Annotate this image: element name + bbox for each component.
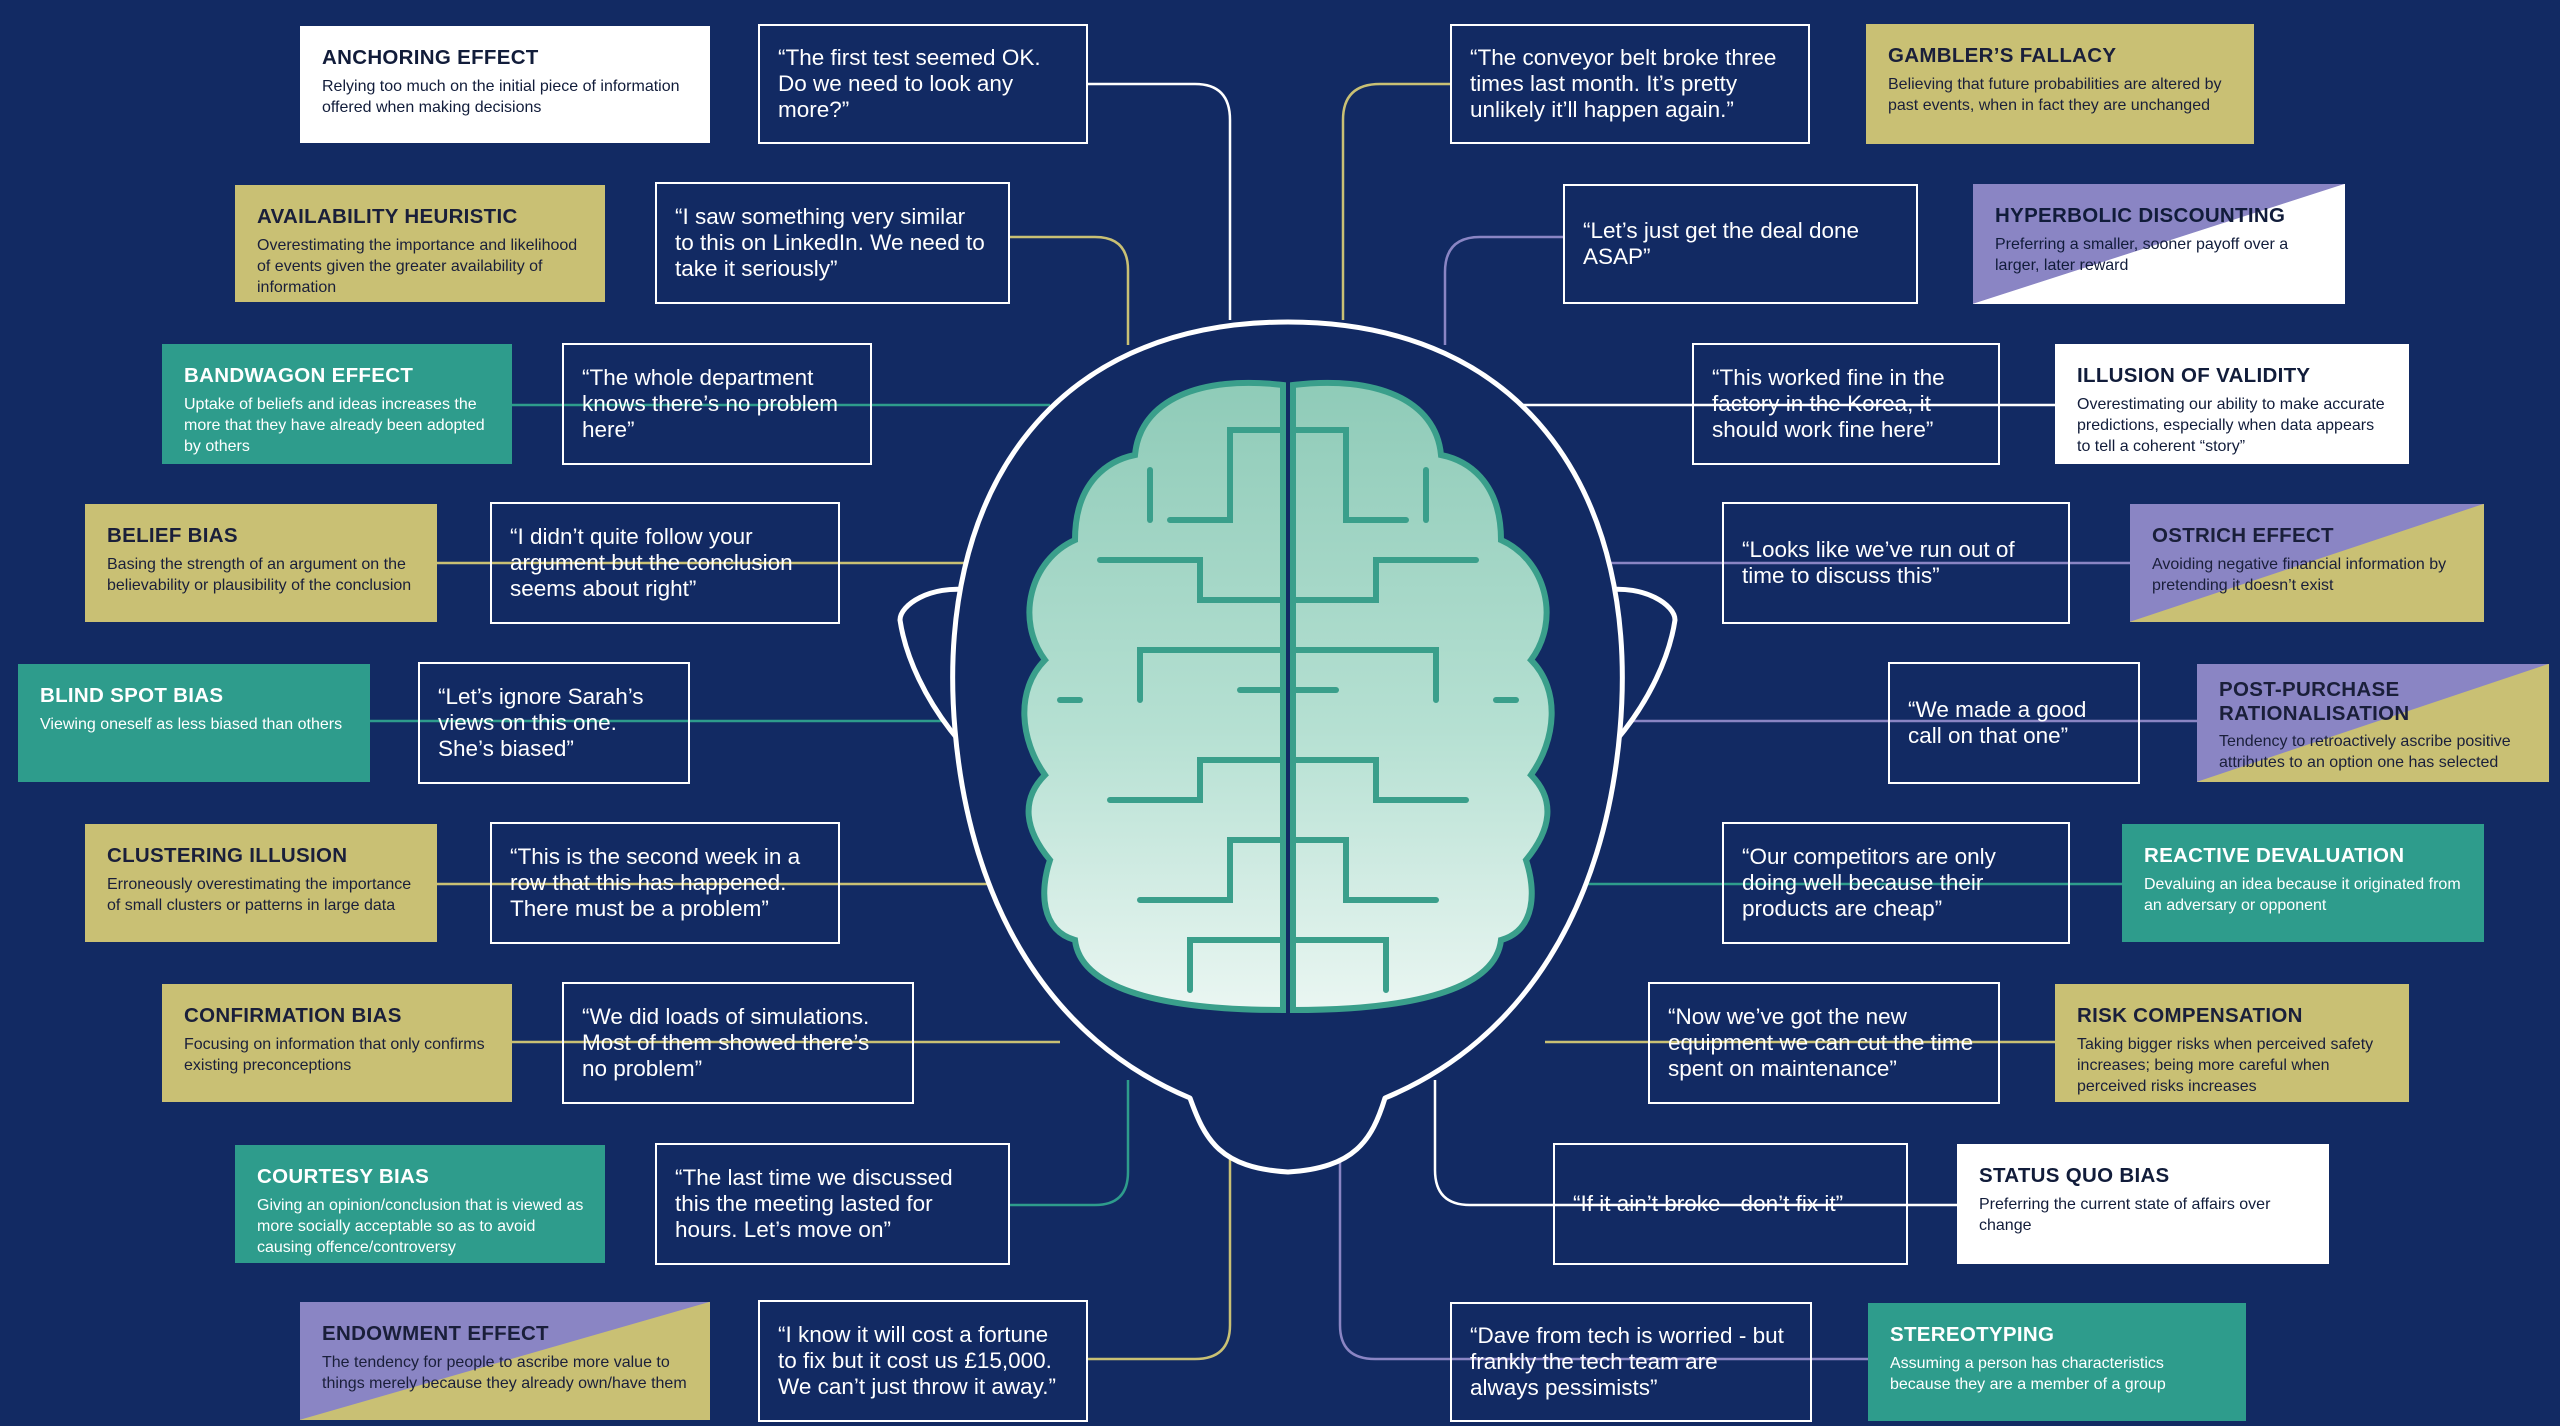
bias-description: Overestimating our ability to make accur… bbox=[2077, 395, 2385, 455]
bias-title: BANDWAGON EFFECT bbox=[184, 364, 414, 387]
brain-icon bbox=[1021, 379, 1555, 1014]
quote-box-endowment-effect: “I know it will cost a fortune to fix bu… bbox=[758, 1300, 1088, 1422]
quote-box-belief-bias: “I didn’t quite follow your argument but… bbox=[490, 502, 840, 624]
quote-text: “Looks like we’ve run out of time to dis… bbox=[1742, 536, 2015, 588]
bias-card-endowment-effect: ENDOWMENT EFFECT The tendency for people… bbox=[300, 1302, 710, 1420]
bias-card-ostrich-effect: OSTRICH EFFECT Avoiding negative financi… bbox=[2130, 504, 2484, 622]
quote-box-gamblers-fallacy: “The conveyor belt broke three times las… bbox=[1450, 24, 1810, 144]
bias-title: GAMBLER’S FALLACY bbox=[1888, 44, 2117, 67]
bias-description: The tendency for people to ascribe more … bbox=[322, 1353, 687, 1392]
quote-box-post-purchase-rationalisation: “We made a good call on that one” bbox=[1888, 662, 2140, 784]
quote-text: “Let’s ignore Sarah’s views on this one.… bbox=[438, 683, 644, 762]
bias-description: Basing the strength of an argument on th… bbox=[107, 555, 412, 594]
quote-box-anchoring-effect: “The first test seemed OK. Do we need to… bbox=[758, 24, 1088, 144]
quote-box-clustering-illusion: “This is the second week in a row that t… bbox=[490, 822, 840, 944]
bias-title: POST-PURCHASE RATIONALISATION bbox=[2219, 678, 2410, 725]
quote-text: “Our competitors are only doing well bec… bbox=[1742, 843, 1996, 922]
bias-title: CLUSTERING ILLUSION bbox=[107, 844, 348, 867]
bias-description: Overestimating the importance and likeli… bbox=[257, 236, 578, 296]
bias-description: Preferring a smaller, sooner payoff over… bbox=[1995, 235, 2289, 274]
bias-card-status-quo-bias: STATUS QUO BIAS Preferring the current s… bbox=[1957, 1144, 2329, 1264]
bias-description: Preferring the current state of affairs … bbox=[1979, 1195, 2271, 1234]
bias-card-courtesy-bias: COURTESY BIAS Giving an opinion/conclusi… bbox=[235, 1145, 605, 1263]
bias-description: Erroneously overestimating the importanc… bbox=[107, 875, 412, 914]
bias-card-confirmation-bias: CONFIRMATION BIAS Focusing on informatio… bbox=[162, 984, 512, 1102]
bias-title: CONFIRMATION BIAS bbox=[184, 1004, 402, 1027]
bias-card-belief-bias: BELIEF BIAS Basing the strength of an ar… bbox=[85, 504, 437, 622]
quote-box-blind-spot-bias: “Let’s ignore Sarah’s views on this one.… bbox=[418, 662, 690, 784]
bias-card-availability-heuristic: AVAILABILITY HEURISTIC Overestimating th… bbox=[235, 185, 605, 302]
quote-text: “Dave from tech is worried - but frankly… bbox=[1470, 1322, 1784, 1401]
quote-text: “This is the second week in a row that t… bbox=[510, 843, 801, 922]
bias-description: Relying too much on the initial piece of… bbox=[322, 77, 680, 116]
bias-card-blind-spot-bias: BLIND SPOT BIAS Viewing oneself as less … bbox=[18, 664, 370, 782]
quote-text: “The conveyor belt broke three times las… bbox=[1470, 44, 1777, 123]
bias-title: REACTIVE DEVALUATION bbox=[2144, 844, 2405, 867]
bias-title: ANCHORING EFFECT bbox=[322, 46, 539, 69]
bias-description: Focusing on information that only confir… bbox=[184, 1035, 485, 1074]
bias-card-post-purchase-rationalisation: POST-PURCHASE RATIONALISATION Tendency t… bbox=[2197, 664, 2549, 782]
bias-title: ENDOWMENT EFFECT bbox=[322, 1322, 549, 1345]
bias-title: COURTESY BIAS bbox=[257, 1165, 430, 1188]
bias-title: AVAILABILITY HEURISTIC bbox=[257, 205, 518, 228]
quote-text: “We made a good call on that one” bbox=[1908, 696, 2087, 748]
bias-title: RISK COMPENSATION bbox=[2077, 1004, 2303, 1027]
bias-card-hyperbolic-discounting: HYPERBOLIC DISCOUNTING Preferring a smal… bbox=[1973, 184, 2345, 304]
bias-description: Avoiding negative financial information … bbox=[2152, 555, 2447, 594]
quote-box-confirmation-bias: “We did loads of simulations. Most of th… bbox=[562, 982, 914, 1104]
quote-text: “I saw something very similar to this on… bbox=[675, 203, 985, 282]
bias-card-reactive-devaluation: REACTIVE DEVALUATION Devaluing an idea b… bbox=[2122, 824, 2484, 942]
bias-title: OSTRICH EFFECT bbox=[2152, 524, 2334, 547]
bias-description: Taking bigger risks when perceived safet… bbox=[2077, 1035, 2374, 1095]
quote-box-hyperbolic-discounting: “Let’s just get the deal done ASAP” bbox=[1563, 184, 1918, 304]
bias-title: STEREOTYPING bbox=[1890, 1323, 2055, 1346]
bias-description: Assuming a person has characteristics be… bbox=[1890, 1354, 2166, 1393]
quote-box-courtesy-bias: “The last time we discussed this the mee… bbox=[655, 1143, 1010, 1265]
quote-text: “We did loads of simulations. Most of th… bbox=[582, 1003, 870, 1082]
head-outline bbox=[897, 319, 1678, 1175]
bias-card-bandwagon-effect: BANDWAGON EFFECT Uptake of beliefs and i… bbox=[162, 344, 512, 464]
bias-description: Giving an opinion/conclusion that is vie… bbox=[257, 1196, 584, 1256]
quote-text: “The last time we discussed this the mee… bbox=[675, 1164, 953, 1243]
quote-text: “If it ain’t broke - don’t fix it” bbox=[1573, 1190, 1844, 1216]
bias-title: ILLUSION OF VALIDITY bbox=[2077, 364, 2311, 387]
quote-box-ostrich-effect: “Looks like we’ve run out of time to dis… bbox=[1722, 502, 2070, 624]
quote-text: “I know it will cost a fortune to fix bu… bbox=[778, 1321, 1057, 1400]
bias-description: Devaluing an idea because it originated … bbox=[2144, 875, 2461, 914]
quote-box-availability-heuristic: “I saw something very similar to this on… bbox=[655, 182, 1010, 304]
quote-box-risk-compensation: “Now we’ve got the new equipment we can … bbox=[1648, 982, 2000, 1104]
brain-folds bbox=[1057, 427, 1519, 993]
bias-card-stereotyping: STEREOTYPING Assuming a person has chara… bbox=[1868, 1303, 2246, 1421]
quote-text: “The first test seemed OK. Do we need to… bbox=[778, 44, 1041, 123]
quote-box-illusion-of-validity: “This worked fine in the factory in the … bbox=[1692, 343, 2000, 465]
bias-description: Believing that future probabilities are … bbox=[1888, 75, 2222, 114]
quote-box-reactive-devaluation: “Our competitors are only doing well bec… bbox=[1722, 822, 2070, 944]
bias-title: STATUS QUO BIAS bbox=[1979, 1164, 2170, 1187]
quote-text: “This worked fine in the factory in the … bbox=[1712, 364, 1945, 443]
bias-description: Uptake of beliefs and ideas increases th… bbox=[184, 395, 485, 455]
bias-title: BELIEF BIAS bbox=[107, 524, 238, 547]
quote-text: “Now we’ve got the new equipment we can … bbox=[1668, 1003, 1974, 1082]
bias-card-anchoring-effect: ANCHORING EFFECT Relying too much on the… bbox=[300, 26, 710, 143]
bias-card-illusion-of-validity: ILLUSION OF VALIDITY Overestimating our … bbox=[2055, 344, 2409, 464]
connector-lines bbox=[368, 82, 2197, 1361]
bias-title: HYPERBOLIC DISCOUNTING bbox=[1995, 204, 2286, 227]
bias-card-clustering-illusion: CLUSTERING ILLUSION Erroneously overesti… bbox=[85, 824, 437, 942]
quote-box-stereotyping: “Dave from tech is worried - but frankly… bbox=[1450, 1302, 1812, 1422]
bias-card-risk-compensation: RISK COMPENSATION Taking bigger risks wh… bbox=[2055, 984, 2409, 1102]
bias-card-gamblers-fallacy: GAMBLER’S FALLACY Believing that future … bbox=[1866, 24, 2254, 144]
quote-box-bandwagon-effect: “The whole department knows there’s no p… bbox=[562, 343, 872, 465]
bias-description: Tendency to retroactively ascribe positi… bbox=[2219, 733, 2511, 772]
quote-text: “The whole department knows there’s no p… bbox=[582, 364, 838, 443]
quote-box-status-quo-bias: “If it ain’t broke - don’t fix it” bbox=[1553, 1143, 1908, 1265]
quote-text: “Let’s just get the deal done ASAP” bbox=[1583, 217, 1860, 269]
bias-title: BLIND SPOT BIAS bbox=[40, 684, 224, 707]
bias-description: Viewing oneself as less biased than othe… bbox=[40, 715, 343, 733]
quote-text: “I didn’t quite follow your argument but… bbox=[510, 523, 793, 602]
